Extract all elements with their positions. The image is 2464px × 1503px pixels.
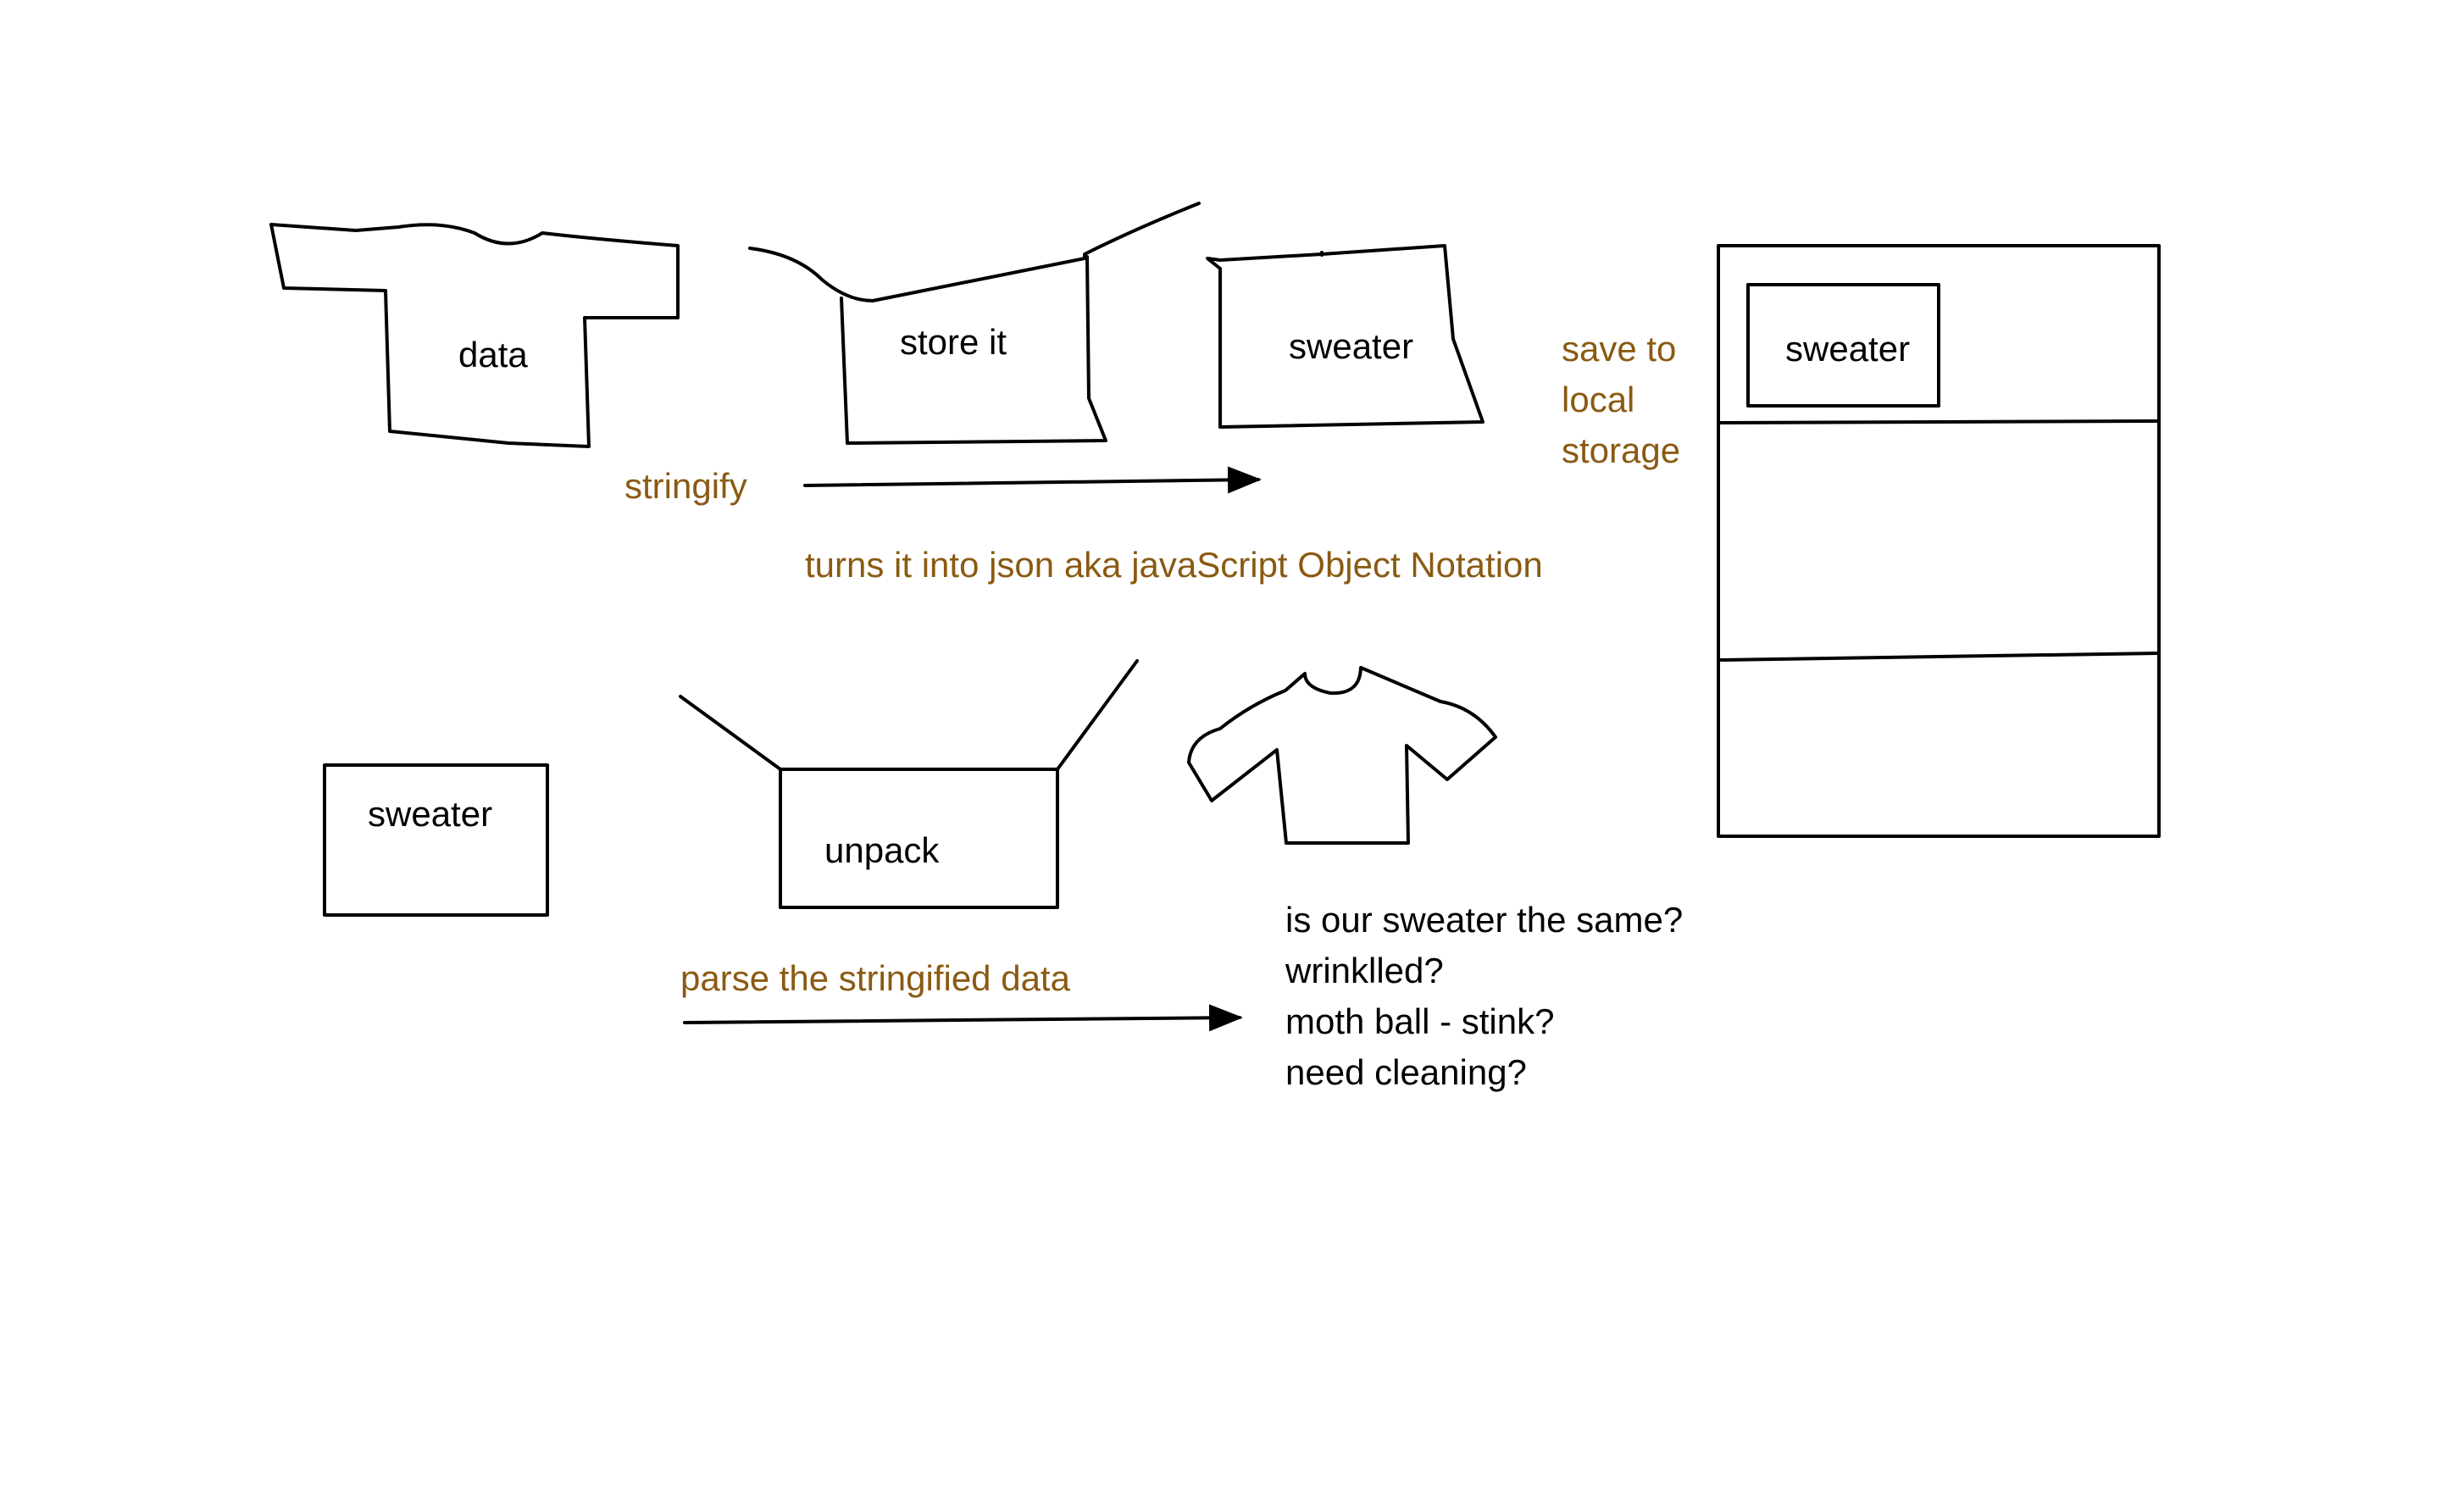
unpack-box-right-flap (1056, 659, 1139, 771)
sweater-in-storage-box (1746, 283, 1940, 408)
sweater-box-bottom (323, 763, 549, 917)
label-parse: parse the stringified data (680, 958, 1070, 998)
label-json-note: turns it into json aka javaScript Object… (805, 545, 1543, 585)
store-it-hanger-drawing (748, 202, 1201, 302)
local-storage-cabinet (1717, 244, 2161, 838)
cabinet-shelf-2 (1717, 652, 2161, 662)
cabinet-shelf-1 (1717, 419, 2161, 424)
question-2: wrinklled? (1285, 951, 1444, 990)
store-it-pouch-drawing (840, 255, 1107, 445)
folded-sweater-drawing (1206, 244, 1485, 429)
save-line-3: storage (1562, 430, 1681, 470)
label-sweater-top: sweater (1289, 326, 1414, 366)
question-1: is our sweater the same? (1285, 900, 1684, 940)
questions-list: is our sweater the same? wrinklled? moth… (1285, 895, 1683, 1098)
label-unpack: unpack (824, 830, 940, 870)
unpack-box (779, 768, 1059, 909)
label-sweater-bottom: sweater (368, 794, 493, 834)
save-line-1: save to (1562, 329, 1677, 369)
label-data: data (458, 335, 528, 374)
unpacked-sweater-drawing (1187, 666, 1497, 845)
label-store-it: store it (900, 322, 1007, 362)
question-3: moth ball - stink? (1285, 1001, 1555, 1041)
stringify-arrow (803, 466, 1262, 494)
parse-arrow (683, 1004, 1243, 1032)
tshirt-data-drawing (269, 223, 680, 448)
save-line-2: local (1562, 380, 1635, 419)
unpack-box-left-flap (679, 695, 782, 771)
label-save-to-local-storage: save to local storage (1562, 324, 1680, 476)
question-4: need cleaning? (1285, 1052, 1527, 1092)
label-stringify: stringify (624, 466, 747, 506)
label-sweater-in-storage: sweater (1785, 329, 1911, 369)
